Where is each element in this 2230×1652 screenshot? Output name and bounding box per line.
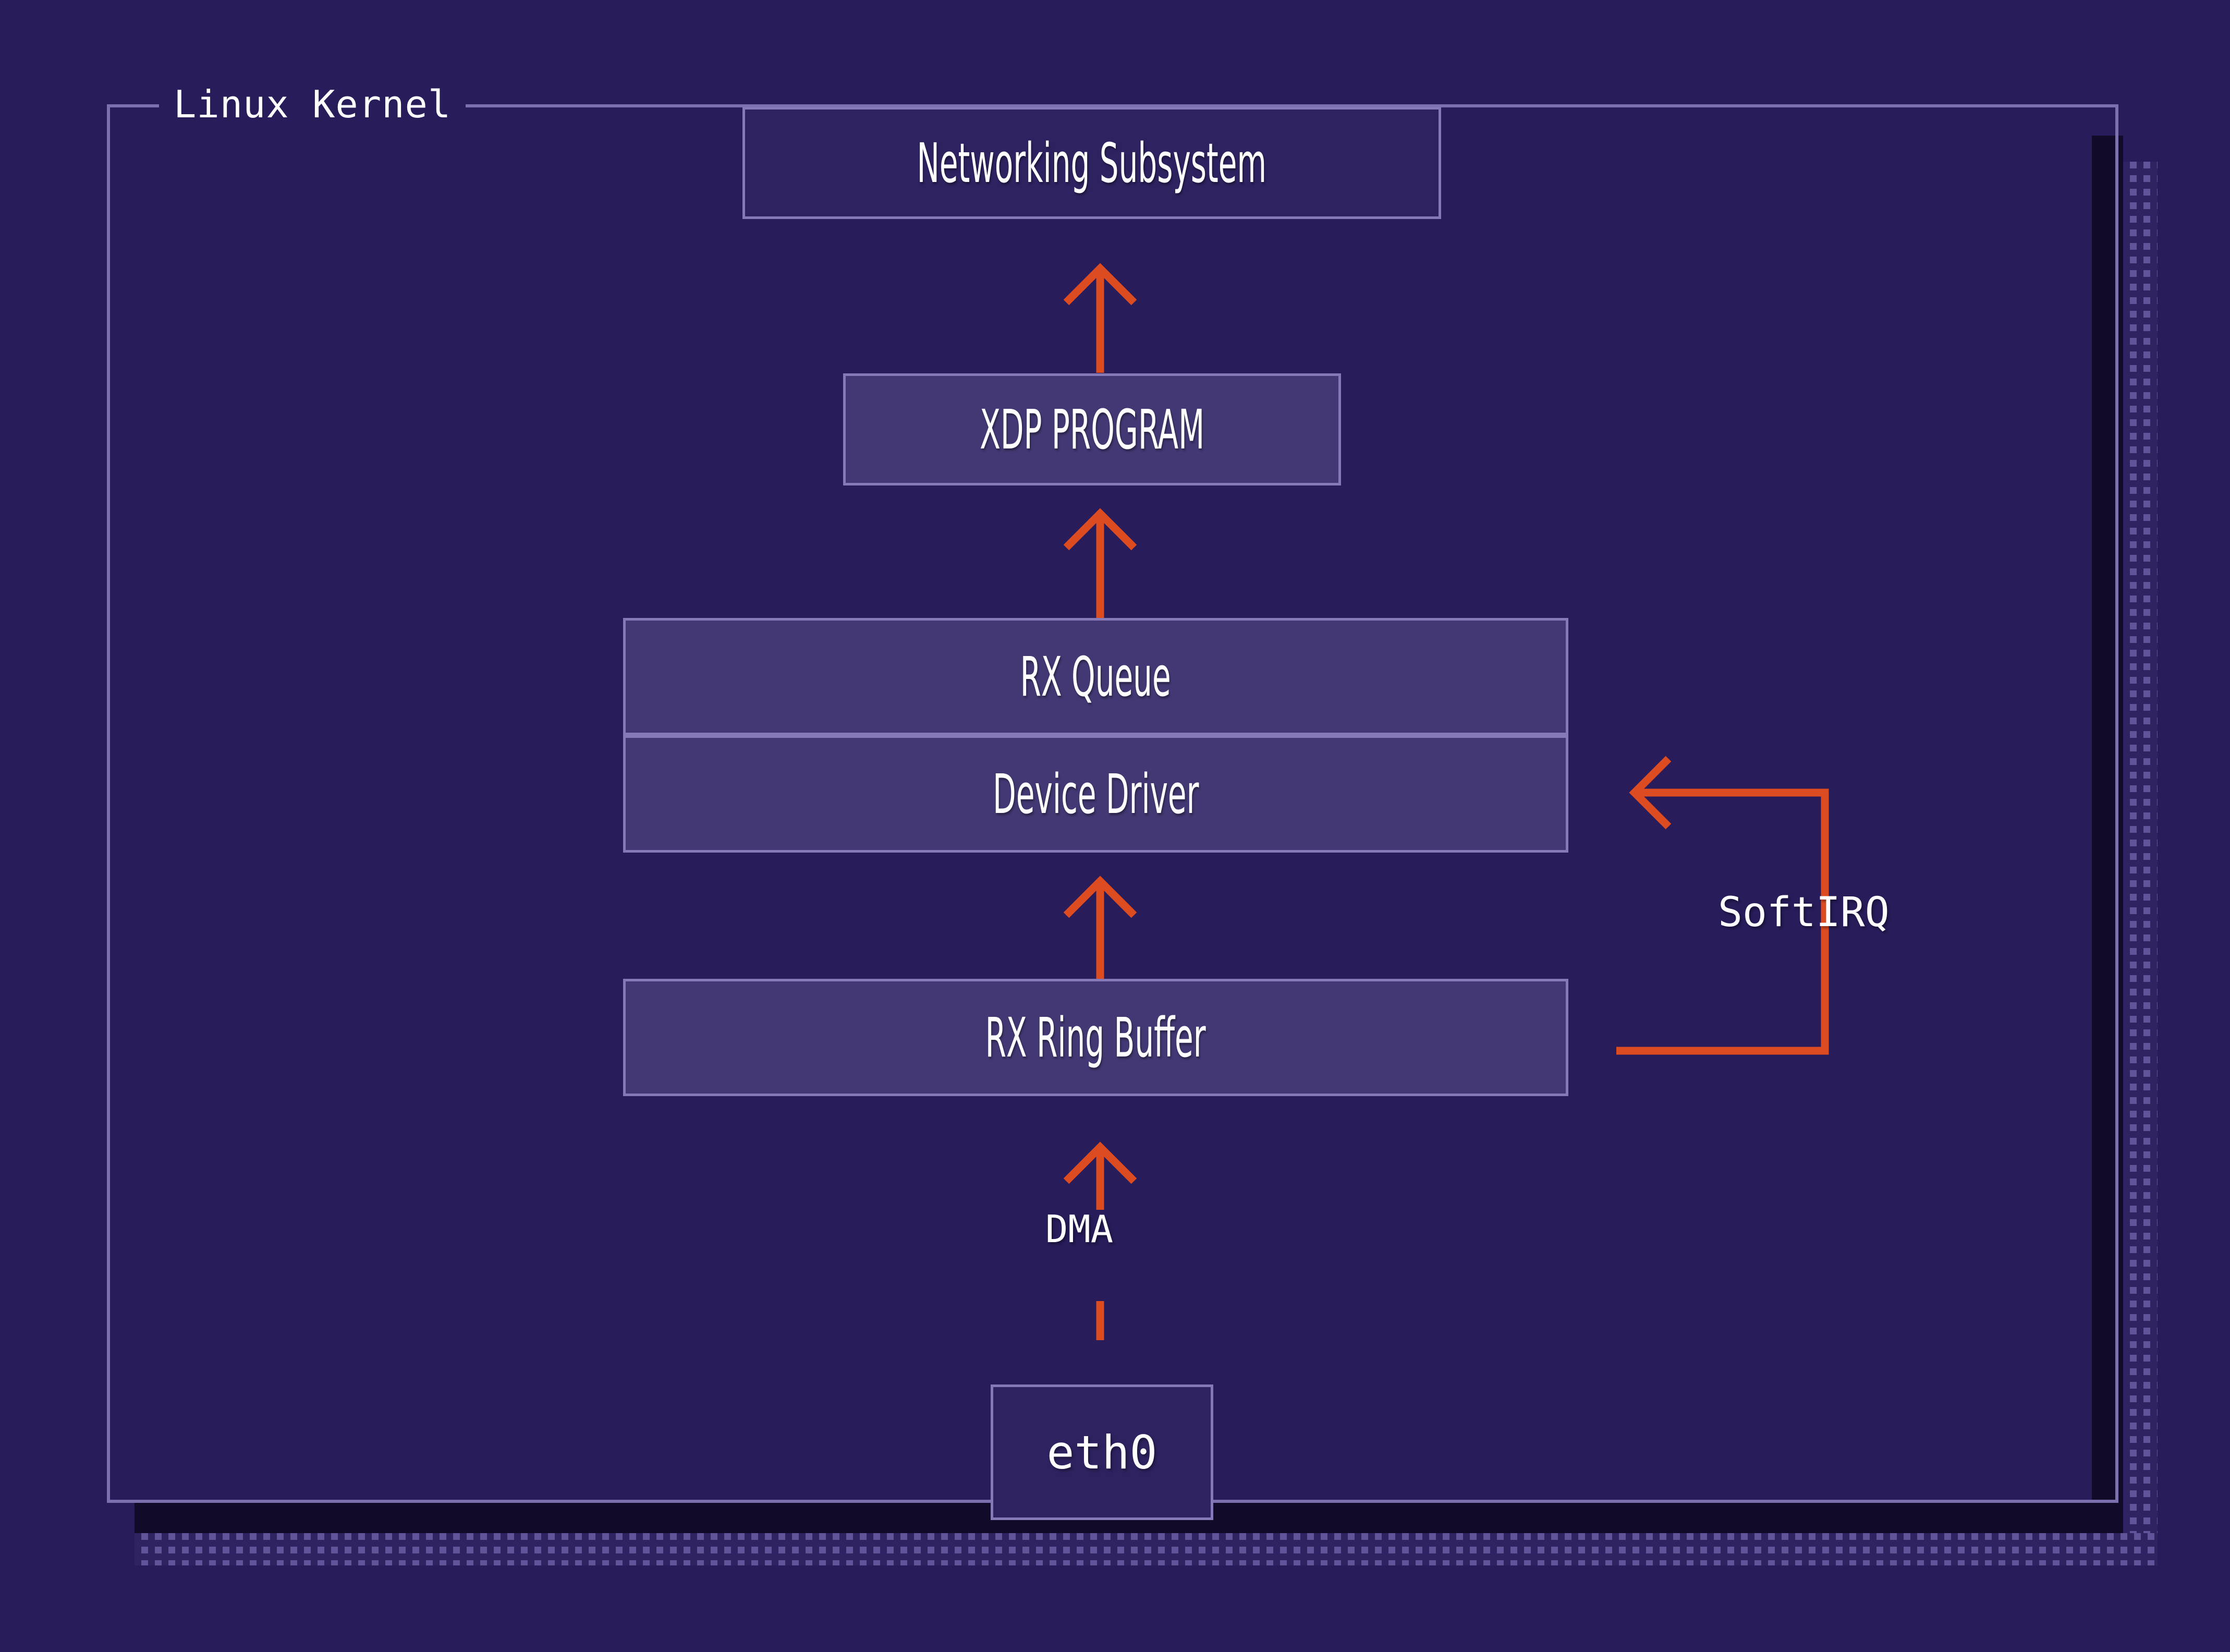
node-rx-queue-label: RX Queue [1020, 645, 1172, 709]
node-eth0-label: eth0 [1046, 1425, 1157, 1479]
node-rx-queue[interactable]: RX Queue [623, 618, 1568, 735]
node-xdp-program[interactable]: XDP PROGRAM [843, 373, 1341, 485]
edge-label-dma: DMA [1045, 1207, 1114, 1251]
node-networking-subsystem-label: Networking Subsystem [917, 131, 1267, 195]
node-rx-ring-buffer[interactable]: RX Ring Buffer [623, 979, 1568, 1096]
node-networking-subsystem[interactable]: Networking Subsystem [742, 107, 1441, 219]
linux-kernel-label: Linux Kernel [159, 73, 466, 136]
arrow-eth0-to-ringbuffer-dma [1063, 1141, 1137, 1340]
node-xdp-program-label: XDP PROGRAM [979, 397, 1205, 461]
arrow-xdp-to-networking [1063, 263, 1137, 373]
node-eth0[interactable]: eth0 [991, 1384, 1213, 1520]
node-device-driver[interactable]: Device Driver [623, 735, 1568, 853]
frame-shadow-dots-bottom [135, 1533, 2158, 1565]
node-device-driver-label: Device Driver [992, 762, 1199, 826]
arrow-rxqueue-to-xdp [1063, 508, 1137, 618]
arrow-ringbuffer-to-driver [1063, 876, 1137, 979]
arrow-softirq-loop [1616, 756, 1829, 1055]
edge-label-softirq: SoftIRQ [1718, 889, 1890, 936]
node-rx-ring-buffer-label: RX Ring Buffer [985, 1005, 1206, 1070]
frame-shadow-dots-right [2123, 162, 2158, 1565]
